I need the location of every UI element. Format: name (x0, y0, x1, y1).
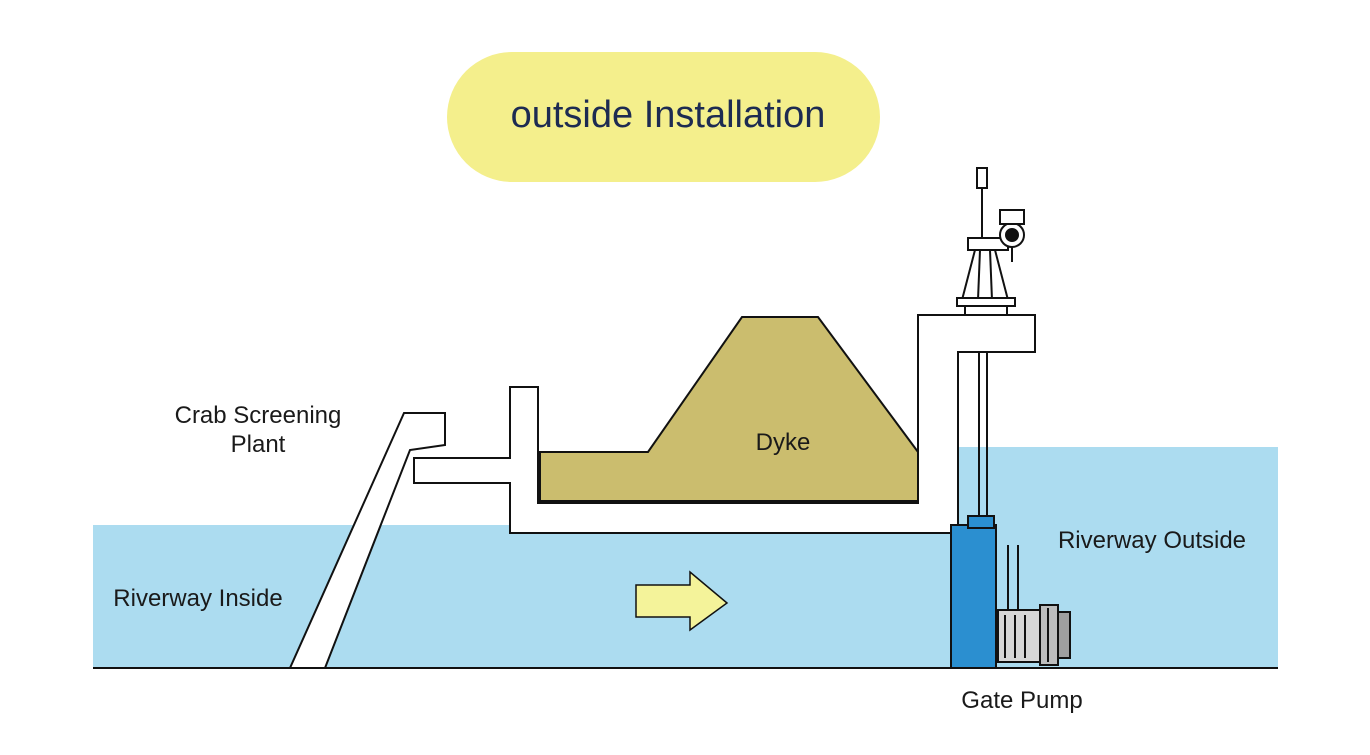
dyke-label: Dyke (756, 429, 811, 456)
gate-pump-icon (997, 545, 1071, 666)
gate-stem (978, 352, 988, 520)
riverway-inside-water (93, 525, 953, 668)
crab-screening-label-line1: Crab Screening (175, 402, 342, 429)
gate-pump-body (950, 524, 997, 669)
dyke-earth (539, 316, 919, 502)
crab-screening-plant (288, 412, 446, 669)
title-background (447, 52, 880, 182)
gate-hoist-icon (956, 167, 1025, 316)
riverway-inside-label: Riverway Inside (113, 585, 282, 612)
flow-arrow-icon (635, 570, 729, 632)
riverway-outside-label: Riverway Outside (1058, 527, 1246, 554)
diagram-title: outside Installation (511, 94, 826, 136)
gate-pump-label: Gate Pump (961, 687, 1082, 714)
culvert-structure (413, 314, 1036, 534)
crab-screening-label-line2: Plant (231, 431, 286, 458)
gate-pump-cap (967, 515, 995, 529)
title-banner: outside Installation (447, 52, 880, 182)
